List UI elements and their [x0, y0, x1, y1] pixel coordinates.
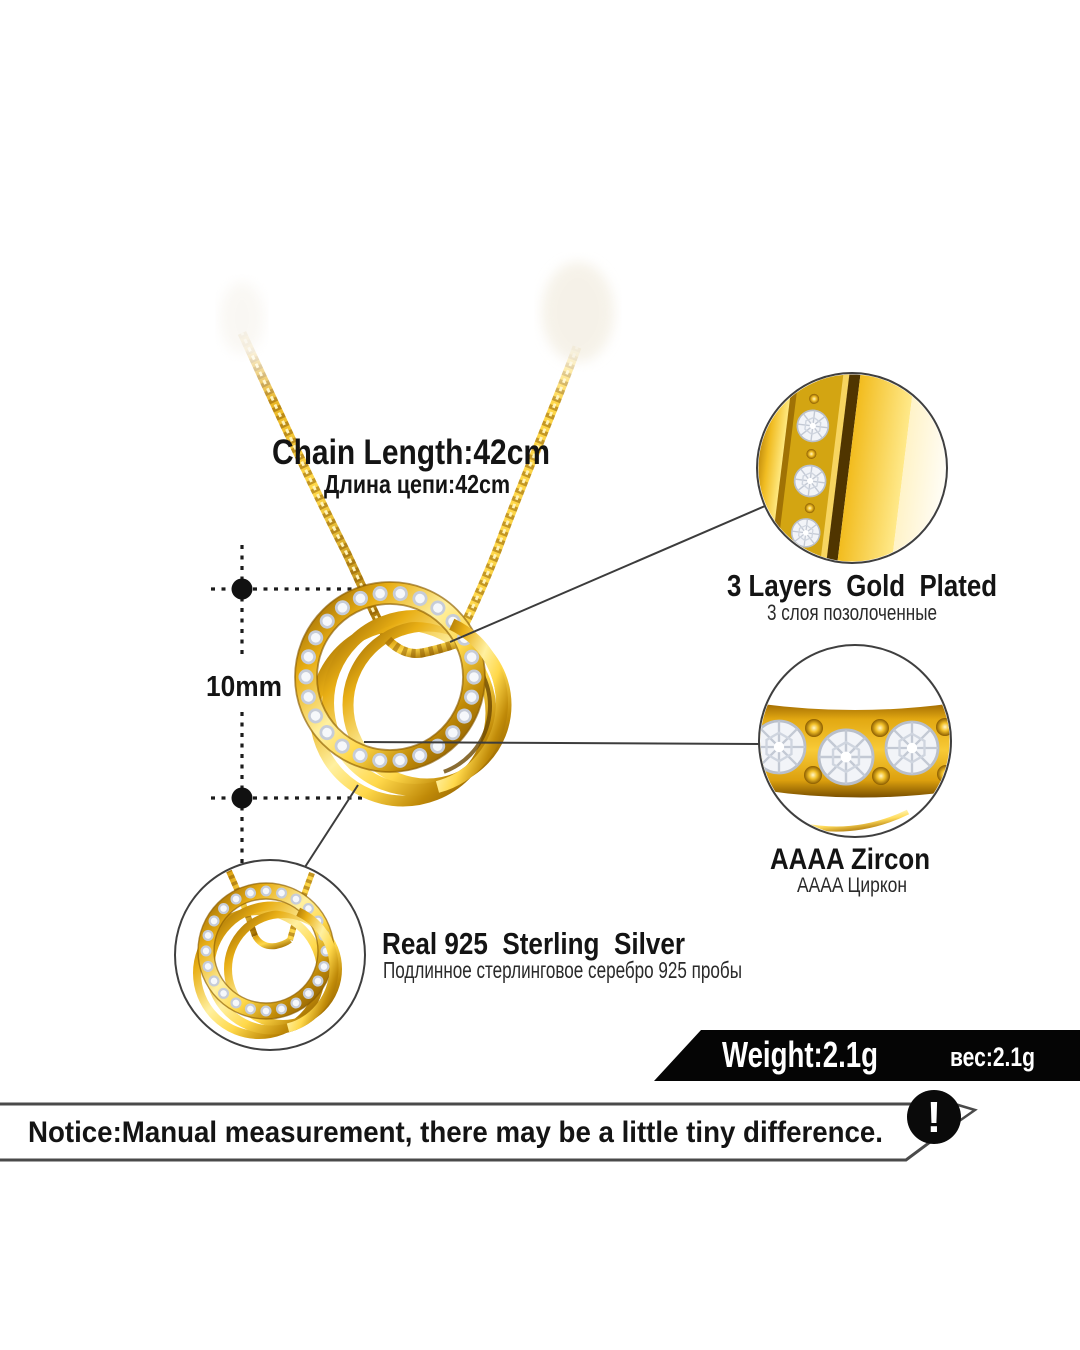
pave-ring [294, 581, 486, 773]
exclamation-mark: ! [927, 1093, 942, 1142]
notice-bar: Notice:Manual measurement, there may be … [0, 1090, 978, 1162]
chain-length-title: Chain Length:42cm [272, 433, 550, 472]
notice-text: Notice:Manual measurement, there may be … [28, 1116, 883, 1149]
pendant [294, 581, 512, 807]
zoom-circle-zircon [758, 644, 952, 838]
weight-banner: Weight:2.1g вес:2.1g [654, 1030, 1080, 1081]
exclamation-icon: ! [907, 1090, 961, 1144]
weight-label-ru: вес:2.1g [950, 1042, 1035, 1072]
zoom-circle-gold-plated [756, 372, 948, 564]
chain-fade-smudge-left [220, 282, 264, 354]
chain-length-subtitle-ru: Длина цепи:42cm [324, 469, 510, 499]
zircon-label: AAAA Zircon [770, 843, 930, 876]
silver-label-ru: Подлинное стерлинговое серебро 925 пробы [383, 957, 742, 983]
measurement-dot-bottom [231, 787, 253, 809]
zircon-label-ru: AAAA Циркон [797, 874, 907, 897]
callout-lines [304, 505, 766, 868]
weight-label-en: Weight:2.1g [722, 1034, 878, 1075]
necklace-chain [195, 262, 625, 647]
zircon-stone [817, 728, 875, 786]
callout-line-pendant [304, 784, 359, 868]
measurement-dot-top [231, 578, 253, 600]
callout-line-gold-plated [449, 505, 766, 643]
callout-line-zircon [363, 741, 760, 745]
silver-label: Real 925 Sterling Silver [382, 926, 685, 961]
ring-overlap-arc [435, 618, 508, 793]
gold-plated-label-ru: 3 слоя позолоченные [767, 600, 937, 625]
zircon-stone [884, 720, 940, 776]
pendant-size-label: 10mm [206, 671, 282, 703]
chain-fade-smudge-right [542, 262, 614, 362]
gold-plated-label: 3 Layers Gold Plated [727, 568, 997, 603]
zoom-circle-pendant [174, 859, 366, 1051]
